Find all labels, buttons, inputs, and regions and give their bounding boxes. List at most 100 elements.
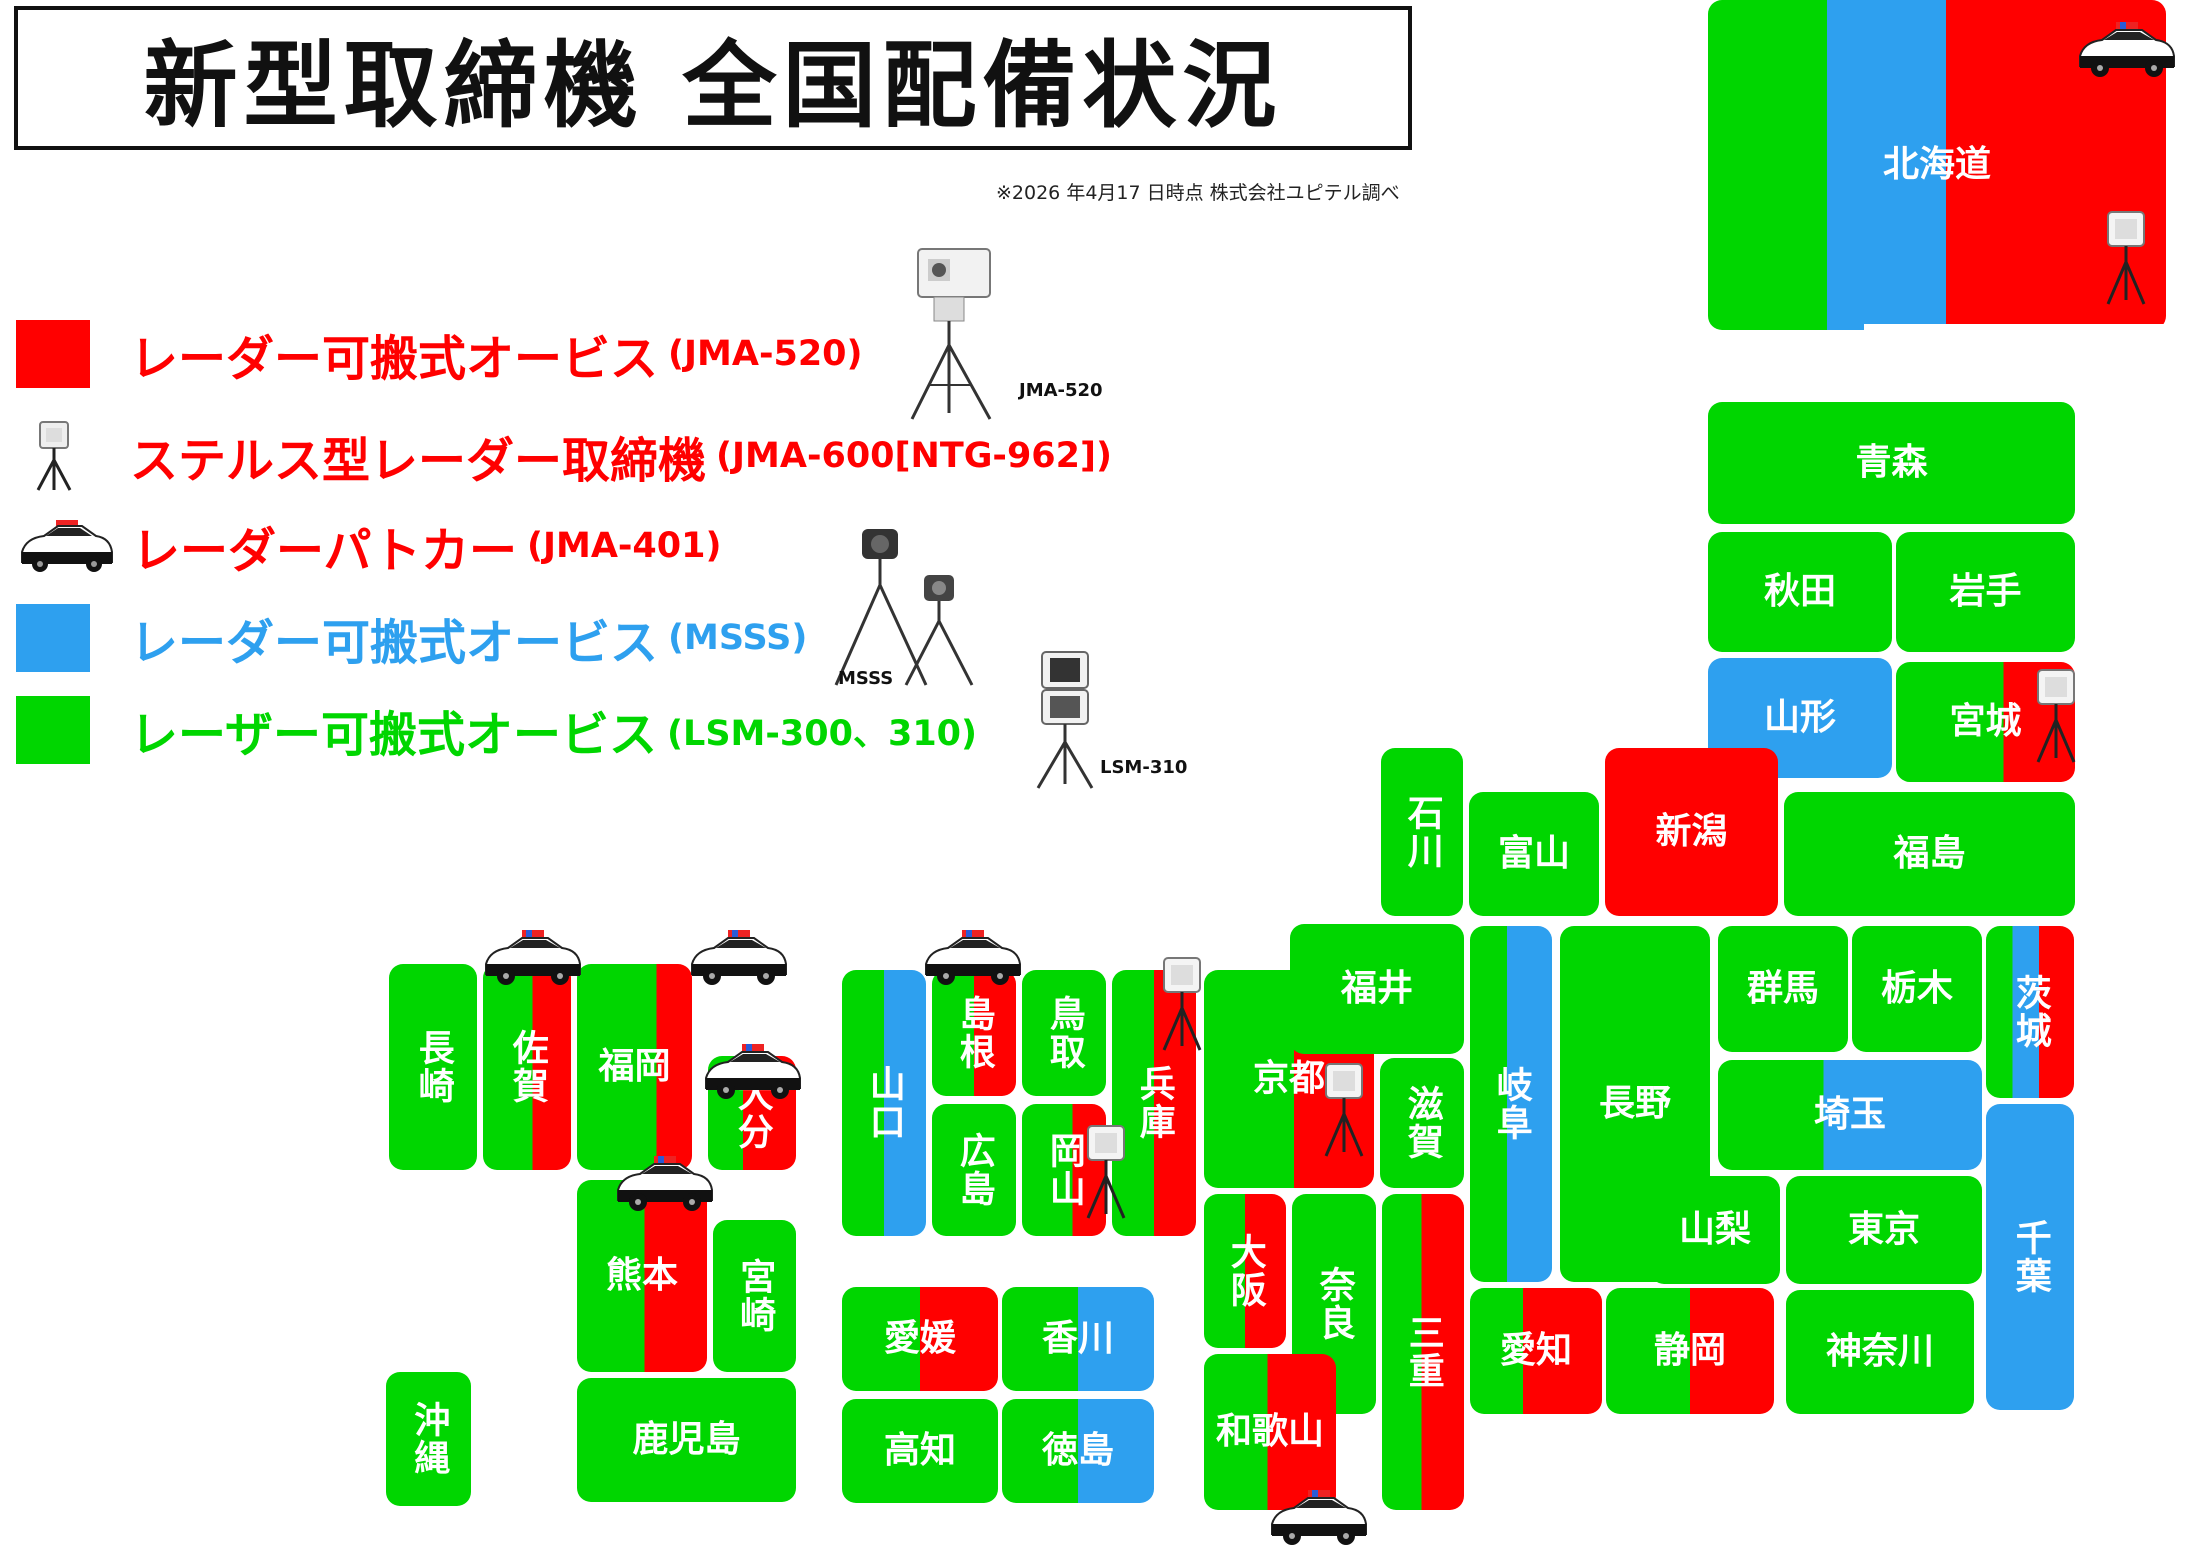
prefecture-label: 山梨 — [1678, 1209, 1751, 1251]
prefecture-label: 佐賀 — [506, 1029, 548, 1105]
prefecture-label: 石川 — [1401, 794, 1443, 870]
prefecture-label: 山口 — [863, 1065, 905, 1141]
legend-label: レーダーパトカー — [132, 523, 517, 579]
legend-label: レーダー可搬式オービス — [130, 615, 659, 671]
prefecture-label: 大阪 — [1224, 1233, 1266, 1309]
source-note: ※2026 年4月17 日時点 株式会社ユピテル調べ — [996, 182, 1400, 204]
lsm310-caption: LSM-310 — [1100, 757, 1188, 778]
police-car-icon — [2074, 20, 2178, 84]
prefecture-label: 新潟 — [1655, 811, 1728, 853]
hokkaido-edge — [1864, 324, 2174, 336]
police-car-icon — [686, 928, 790, 992]
legend-item-msss: レーダー可搬式オービス (MSSS) — [16, 602, 807, 674]
prefecture-10: 長崎 — [389, 964, 477, 1170]
prefecture-35: 岐阜 — [1470, 926, 1552, 1282]
legend-item-jma600: ステルス型レーダー取締機 (JMA-600[NTG-962]) — [16, 420, 1112, 492]
prefecture-label: 茨城 — [2009, 974, 2051, 1050]
msss-caption: MSSS — [838, 668, 894, 689]
prefecture-34: 三重 — [1382, 1194, 1464, 1510]
prefecture-25: 香川 — [1002, 1287, 1154, 1391]
prefecture-label: 香川 — [1041, 1318, 1114, 1360]
legend-label: レーザー可搬式オービス — [130, 707, 658, 763]
prefecture-label: 岡山 — [1043, 1132, 1085, 1208]
prefecture-label: 静岡 — [1653, 1330, 1726, 1372]
prefecture-16: 鹿児島 — [577, 1378, 796, 1502]
prefecture-label: 宮城 — [1949, 701, 2022, 743]
prefecture-39: 群馬 — [1718, 926, 1848, 1052]
prefecture-label: 奈良 — [1313, 1266, 1355, 1342]
prefecture-label: 熊本 — [605, 1255, 678, 1297]
legend-model: (LSM-300、310) — [667, 713, 978, 754]
police-car-icon — [612, 1154, 716, 1218]
prefecture-24: 愛媛 — [842, 1287, 998, 1391]
prefecture-label: 島根 — [953, 995, 995, 1071]
prefecture-14: 熊本 — [577, 1180, 707, 1372]
prefecture-label: 愛媛 — [883, 1318, 956, 1360]
prefecture-label: 富山 — [1497, 833, 1570, 875]
page-title: 新型取締機 全国配備状況 — [143, 32, 1283, 141]
police-car-icon — [480, 928, 584, 992]
prefecture-label: 兵庫 — [1133, 1065, 1175, 1141]
prefecture-label: 高知 — [883, 1430, 956, 1472]
prefecture-label: 千葉 — [2009, 1219, 2051, 1295]
prefecture-label: 京都 — [1252, 1058, 1325, 1100]
prefecture-11: 佐賀 — [483, 964, 571, 1170]
police-car-icon — [1266, 1488, 1370, 1552]
prefecture-label: 栃木 — [1880, 968, 1953, 1010]
tripod-sensor-icon — [1322, 1062, 1366, 1162]
prefecture-29: 福井 — [1290, 924, 1464, 1054]
prefecture-45: 神奈川 — [1786, 1290, 1974, 1414]
police-car-icon — [21, 520, 113, 572]
title-box: 新型取締機 全国配備状況 — [14, 6, 1412, 150]
tripod-sensor-icon — [1084, 1124, 1128, 1224]
prefecture-18: 山口 — [842, 970, 926, 1236]
prefecture-label: 北海道 — [1882, 144, 1991, 186]
prefecture-20: 鳥取 — [1022, 970, 1106, 1096]
blue-swatch — [16, 604, 90, 672]
prefecture-label: 青森 — [1855, 442, 1928, 484]
tripod-sensor-icon — [2104, 210, 2148, 310]
tripod-sensor-icon — [2034, 668, 2078, 768]
prefecture-label: 山形 — [1763, 697, 1836, 739]
tripod-sensor-icon — [36, 421, 72, 491]
prefecture-label: 福岡 — [598, 1046, 671, 1088]
prefecture-21: 広島 — [932, 1104, 1016, 1236]
prefecture-41: 茨城 — [1986, 926, 2074, 1098]
prefecture-40: 栃木 — [1852, 926, 1982, 1052]
prefecture-label: 埼玉 — [1813, 1094, 1886, 1136]
prefecture-38: 静岡 — [1606, 1288, 1774, 1414]
prefecture-12: 福岡 — [577, 964, 692, 1170]
legend-model: (JMA-401) — [526, 526, 722, 566]
prefecture-42: 埼玉 — [1718, 1060, 1982, 1170]
prefecture-19: 島根 — [932, 970, 1016, 1096]
legend-model: (JMA-600[NTG-962]) — [716, 436, 1113, 476]
prefecture-26: 高知 — [842, 1399, 998, 1503]
prefecture-17: 沖縄 — [386, 1372, 471, 1506]
prefecture-label: 滋賀 — [1401, 1085, 1443, 1161]
prefecture-label: 鹿児島 — [632, 1419, 741, 1461]
prefecture-2: 秋田 — [1708, 532, 1892, 652]
legend-item-lsm: レーザー可搬式オービス (LSM-300、310) — [16, 694, 977, 766]
prefecture-label: 鳥取 — [1043, 995, 1085, 1071]
legend-label: ステルス型レーダー取締機 — [130, 433, 707, 489]
prefecture-44: 東京 — [1786, 1176, 1982, 1284]
prefecture-label: 神奈川 — [1825, 1331, 1934, 1373]
prefecture-label: 和歌山 — [1215, 1411, 1324, 1453]
prefecture-3: 岩手 — [1896, 532, 2075, 652]
prefecture-label: 岩手 — [1949, 571, 2022, 613]
green-swatch — [16, 696, 90, 764]
prefecture-label: 群馬 — [1746, 968, 1819, 1010]
jma520-caption: JMA-520 — [1019, 380, 1103, 401]
lsm310-device-icon — [1036, 651, 1094, 789]
prefecture-9: 福島 — [1784, 792, 2075, 916]
legend-model: (MSSS) — [668, 618, 808, 658]
legend-model: (JMA-520) — [668, 334, 863, 374]
prefecture-6: 石川 — [1381, 748, 1463, 916]
prefecture-label: 福井 — [1340, 968, 1413, 1010]
prefecture-label: 三重 — [1402, 1314, 1444, 1390]
prefecture-46: 千葉 — [1986, 1104, 2074, 1410]
prefecture-36: 愛知 — [1470, 1288, 1602, 1414]
police-car-icon — [700, 1042, 804, 1106]
prefecture-label: 愛知 — [1499, 1330, 1572, 1372]
prefecture-33: 和歌山 — [1204, 1354, 1336, 1510]
